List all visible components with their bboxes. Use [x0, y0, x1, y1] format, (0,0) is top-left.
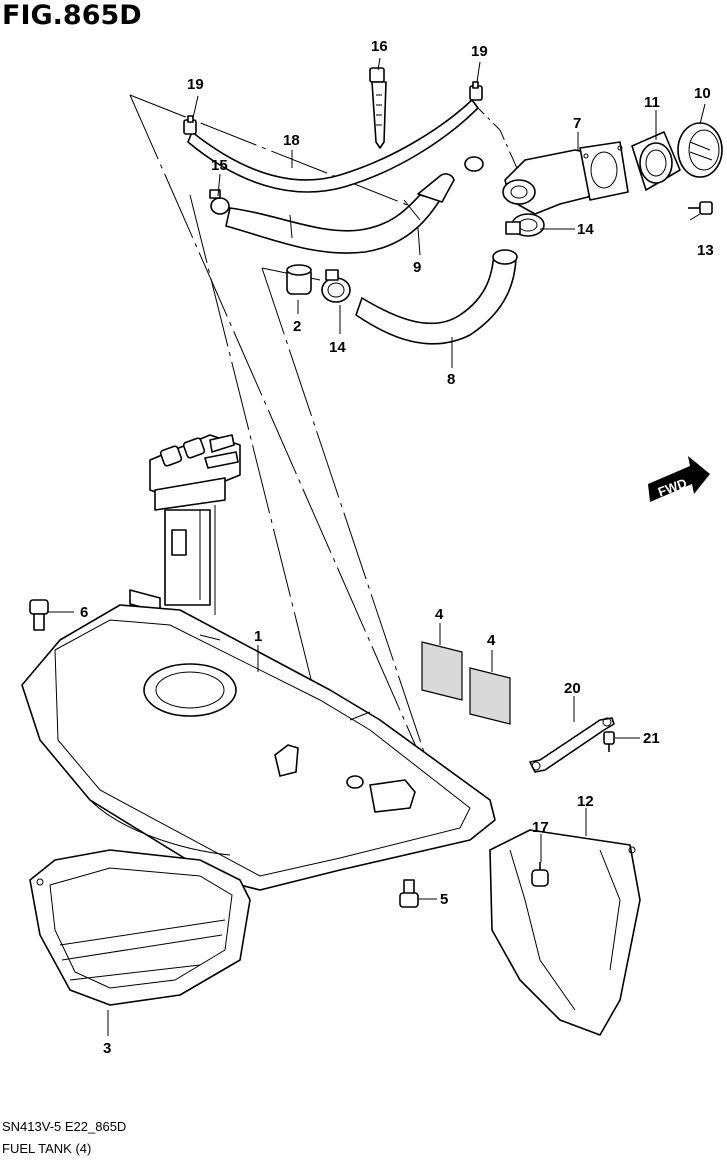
clip-19-left: [183, 115, 197, 135]
filler-neck-7: [502, 141, 629, 215]
callout-14-right: 14: [577, 221, 594, 238]
callout-9: 9: [413, 259, 421, 276]
fuel-tank-1: [21, 604, 496, 891]
callout-14-left: 14: [329, 339, 346, 356]
fuel-cap-10: [677, 122, 723, 178]
footer-code: SN413V-5 E22_865D: [2, 1119, 127, 1134]
housing-11: [631, 131, 681, 191]
callout-numbers: 19 16 19 18 15 7 11 10 13 14 9 2 14 8 6 …: [80, 38, 714, 1057]
clip-17: [531, 862, 549, 887]
label-sheet-4-right: [469, 667, 511, 725]
screw-13: [688, 201, 713, 215]
callout-7: 7: [573, 115, 581, 132]
shield-12: [489, 829, 641, 1036]
callout-18: 18: [283, 132, 300, 149]
callout-10: 10: [694, 85, 711, 102]
callout-15: 15: [211, 157, 228, 174]
hose-8: [355, 249, 518, 345]
callout-19-right: 19: [471, 43, 488, 60]
callout-12: 12: [577, 793, 594, 810]
fuel-pump-module: [129, 434, 241, 615]
callout-4-left: 4: [435, 606, 444, 623]
callout-2: 2: [293, 318, 301, 335]
clip-15: [209, 189, 230, 215]
callout-13: 13: [697, 242, 714, 259]
callout-3: 3: [103, 1040, 111, 1057]
hose-18: [187, 99, 479, 193]
callout-20: 20: [564, 680, 581, 697]
figure-title: FIG.865D: [2, 0, 142, 31]
leader-lines: [48, 57, 706, 1036]
callout-5: 5: [440, 891, 448, 908]
ground-strap-20: [529, 717, 615, 773]
protector-3: [29, 849, 251, 1006]
callout-19-left: 19: [187, 76, 204, 93]
callout-4-right: 4: [487, 632, 496, 649]
bolt-6: [29, 599, 49, 631]
clip-hose-9-right: [464, 156, 484, 172]
callout-11: 11: [644, 94, 660, 111]
clip-19-right: [469, 81, 483, 101]
bolt-5: [399, 879, 419, 908]
callout-17: 17: [532, 819, 549, 836]
callout-1: 1: [254, 628, 262, 645]
clamp-14-right: [505, 213, 545, 237]
clamp-14-left: [321, 269, 351, 303]
label-sheet-4-left: [421, 641, 463, 701]
cable-tie-16: [369, 67, 387, 149]
callout-6: 6: [80, 604, 88, 621]
callout-8: 8: [447, 371, 455, 388]
hose-9: [225, 173, 455, 254]
callout-21: 21: [643, 730, 660, 747]
callout-16: 16: [371, 38, 388, 55]
footer-name: FUEL TANK (4): [2, 1141, 92, 1156]
bolt-21: [603, 731, 615, 752]
grommet-2: [286, 264, 312, 295]
fwd-arrow: FWD: [648, 456, 710, 502]
